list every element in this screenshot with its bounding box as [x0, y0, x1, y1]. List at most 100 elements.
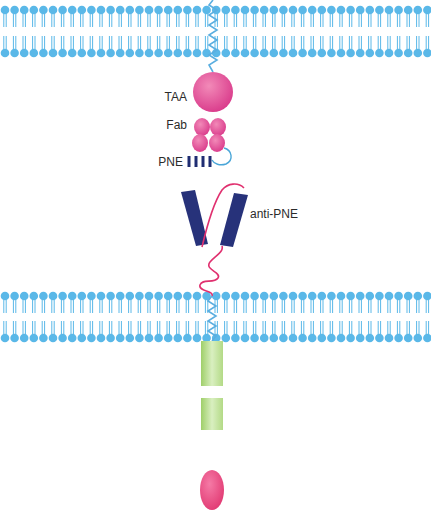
lipid-tail [131, 36, 132, 49]
lipid-tail [265, 300, 266, 313]
lipid-tail [119, 321, 120, 334]
lipid-tail [195, 321, 196, 334]
lipid-tail [342, 36, 343, 49]
lipid-tail [109, 14, 110, 27]
lipid-tail [428, 36, 429, 49]
lipid-tail [349, 14, 350, 27]
lipid-tail [368, 300, 369, 313]
lipid-tail [167, 300, 168, 313]
lipid-tail [291, 14, 292, 27]
lipid-tail [42, 36, 43, 49]
lipid-head [135, 49, 144, 58]
lipid-tail [44, 321, 45, 334]
lipid-tail [198, 321, 199, 334]
lipid-tail [83, 36, 84, 49]
lipid-tail [284, 14, 285, 27]
lipid-head [375, 6, 384, 15]
lipid-tail [236, 36, 237, 49]
lipid-tail [102, 321, 103, 334]
lipid-head [318, 292, 327, 301]
lipid-head [346, 292, 355, 301]
lipid-tail [275, 321, 276, 334]
lipid-tail [339, 300, 340, 313]
lipid-tail [390, 36, 391, 49]
lipid-head [87, 334, 96, 343]
lipid-tail [253, 321, 254, 334]
lipid-head [164, 334, 173, 343]
lipid-tail [282, 300, 283, 313]
lipid-tail [284, 321, 285, 334]
lipid-tail [169, 36, 170, 49]
lipid-head [145, 6, 154, 15]
lipid-tail [119, 300, 120, 313]
lipid-tail [179, 300, 180, 313]
lipid-tail [111, 36, 112, 49]
lipid-head [308, 49, 317, 58]
lipid-tail [205, 14, 206, 27]
lipid-tail [313, 300, 314, 313]
lipid-tail [90, 300, 91, 313]
lipid-tail [42, 321, 43, 334]
lipid-head [270, 334, 279, 343]
lipid-head [97, 6, 106, 15]
lipid-tail [416, 321, 417, 334]
lipid-head [394, 49, 403, 58]
lipid-head [193, 6, 202, 15]
lipid-tail [301, 14, 302, 27]
lipid-tail [234, 36, 235, 49]
lipid-tail [224, 321, 225, 334]
lipid-tail [25, 300, 26, 313]
lipid-head [222, 6, 231, 15]
lipid-tail [387, 300, 388, 313]
lipid-tail [207, 36, 208, 49]
lipid-tail [380, 36, 381, 49]
lipid-head [68, 49, 77, 58]
lipid-tail [255, 300, 256, 313]
lipid-tail [176, 36, 177, 49]
lipid-tail [236, 14, 237, 27]
lipid-head [58, 292, 67, 301]
signaling-domain [200, 470, 224, 510]
lipid-tail [303, 14, 304, 27]
lipid-tail [301, 300, 302, 313]
lipid-head [279, 292, 288, 301]
lipid-tail [272, 14, 273, 27]
lipid-tail [121, 36, 122, 49]
lipid-head [193, 292, 202, 301]
lipid-tail [234, 321, 235, 334]
pne-peptide [189, 156, 210, 167]
linker [212, 148, 231, 165]
lipid-tail [265, 36, 266, 49]
lipid-tail [176, 321, 177, 334]
lipid-tail [3, 36, 4, 49]
lipid-tail [227, 321, 228, 334]
lipid-tail [198, 36, 199, 49]
lipid-head [135, 334, 144, 343]
lipid-head [375, 49, 384, 58]
lipid-head [164, 6, 173, 15]
lipid-tail [294, 300, 295, 313]
lipid-tail [61, 300, 62, 313]
lipid-tail [380, 321, 381, 334]
lipid-tail [138, 300, 139, 313]
lipid-head [327, 6, 336, 15]
lipid-tail [313, 321, 314, 334]
lipid-tail [243, 300, 244, 313]
lipid-tail [342, 300, 343, 313]
lipid-head [49, 292, 58, 301]
lipid-tail [246, 36, 247, 49]
lipid-tail [368, 14, 369, 27]
lipid-tail [63, 14, 64, 27]
lipid-tail [138, 14, 139, 27]
lipid-tail [361, 321, 362, 334]
lipid-tail [90, 36, 91, 49]
lipid-tail [128, 36, 129, 49]
lipid-tail [272, 321, 273, 334]
lipid-head [20, 49, 29, 58]
lipid-head [260, 6, 269, 15]
lipid-tail [150, 14, 151, 27]
lipid-tail [44, 14, 45, 27]
lipid-tail [426, 36, 427, 49]
lipid-tail [217, 300, 218, 313]
lipid-head [1, 334, 10, 343]
